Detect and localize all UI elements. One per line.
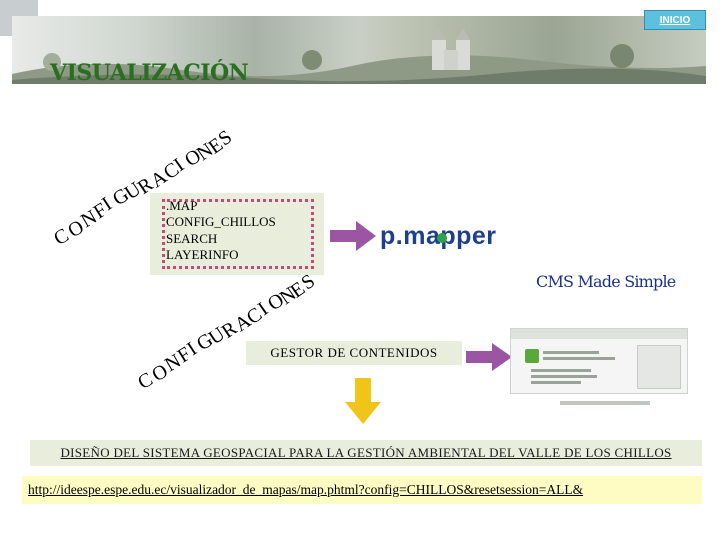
config-dotted-frame — [162, 199, 314, 269]
config-item-map: .MAP — [166, 198, 198, 213]
config-box — [150, 193, 324, 275]
header-banner — [12, 16, 706, 84]
arrow-right-icon — [466, 343, 512, 371]
cms-screenshot — [510, 328, 688, 394]
arrow-right-icon — [330, 221, 376, 251]
config-item-chillos: CONFIG_CHILLOS — [166, 214, 276, 229]
cms-title: CMS Made Simple — [536, 272, 676, 291]
config-item-search: SEARCH — [166, 231, 218, 246]
arrow-down-icon — [345, 378, 381, 424]
gestor-box: GESTOR DE CONTENIDOS — [246, 341, 462, 365]
diseno-title: DISEÑO DEL SISTEMA GEOSPACIAL PARA LA GE… — [30, 440, 702, 466]
pmapper-dot-icon — [437, 233, 447, 243]
inicio-button[interactable]: INICIO — [644, 10, 706, 30]
cms-screenshot-caption — [560, 401, 650, 405]
landscape-image — [12, 28, 706, 84]
cms-logo-icon — [525, 349, 539, 363]
visualizer-url-link[interactable]: http://ideespe.espe.edu.ec/visualizador_… — [22, 476, 702, 504]
page-title: VISUALIZACIÓN — [50, 60, 249, 86]
config-item-layerinfo: LAYERINFO — [166, 247, 239, 262]
